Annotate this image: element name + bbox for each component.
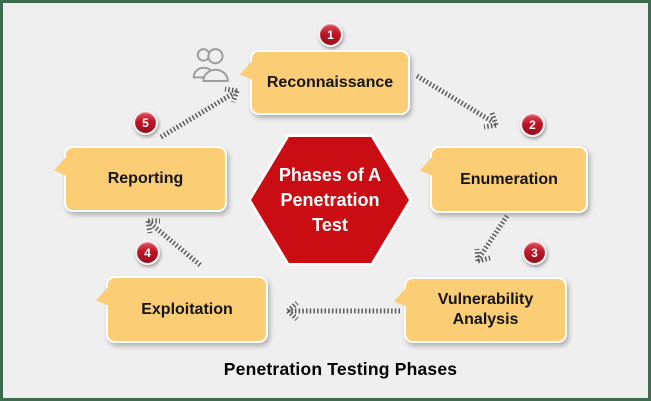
step-number-3: 3: [531, 245, 538, 260]
step-badge-5: 5: [133, 110, 158, 135]
step-badge-3: 3: [522, 240, 547, 265]
phase-label-vulnerability-analysis: Vulnerability Analysis: [437, 291, 534, 328]
center-hexagon: Phases of A Penetration Test: [248, 134, 412, 266]
phase-box-reconnaissance: Reconnaissance: [240, 50, 410, 115]
arrow-reconnaissance-to-enumeration: [415, 73, 499, 130]
phase-box-exploitation: Exploitation: [96, 276, 268, 343]
hexagon-title-line-1: Phases of A: [278, 164, 382, 185]
phase-box-reporting: Reporting: [54, 146, 227, 212]
arrow-reporting-to-reconnaissance: [159, 86, 240, 140]
step-number-1: 1: [327, 27, 334, 42]
step-number-2: 2: [529, 117, 536, 132]
phase-label-reporting: Reporting: [107, 170, 184, 187]
hexagon-title-line-2: Penetration: [280, 189, 380, 210]
step-badge-2: 2: [520, 112, 545, 137]
center-hexagon-face: Phases of A Penetration Test: [251, 137, 409, 263]
phase-label-enumeration: Enumeration: [460, 170, 558, 188]
arrow-vulnerability-analysis-to-exploitation: [286, 301, 400, 321]
phase-label-reconnaissance: Reconnaissance: [266, 73, 394, 91]
step-badge-4: 4: [135, 240, 160, 265]
group-people-icon: [192, 48, 229, 82]
arrow-enumeration-to-vulnerability-analysis: [474, 214, 510, 264]
diagram-caption: Penetration Testing Phases: [223, 359, 458, 379]
step-badge-1: 1: [318, 22, 343, 47]
phase-box-enumeration: Enumeration: [420, 146, 588, 213]
step-number-4: 4: [144, 245, 151, 260]
step-number-5: 5: [142, 115, 149, 130]
phase-box-vulnerability-analysis: Vulnerability Analysis: [394, 277, 567, 343]
hexagon-title-line-3: Test: [312, 214, 348, 235]
phase-label-exploitation: Exploitation: [141, 300, 233, 318]
